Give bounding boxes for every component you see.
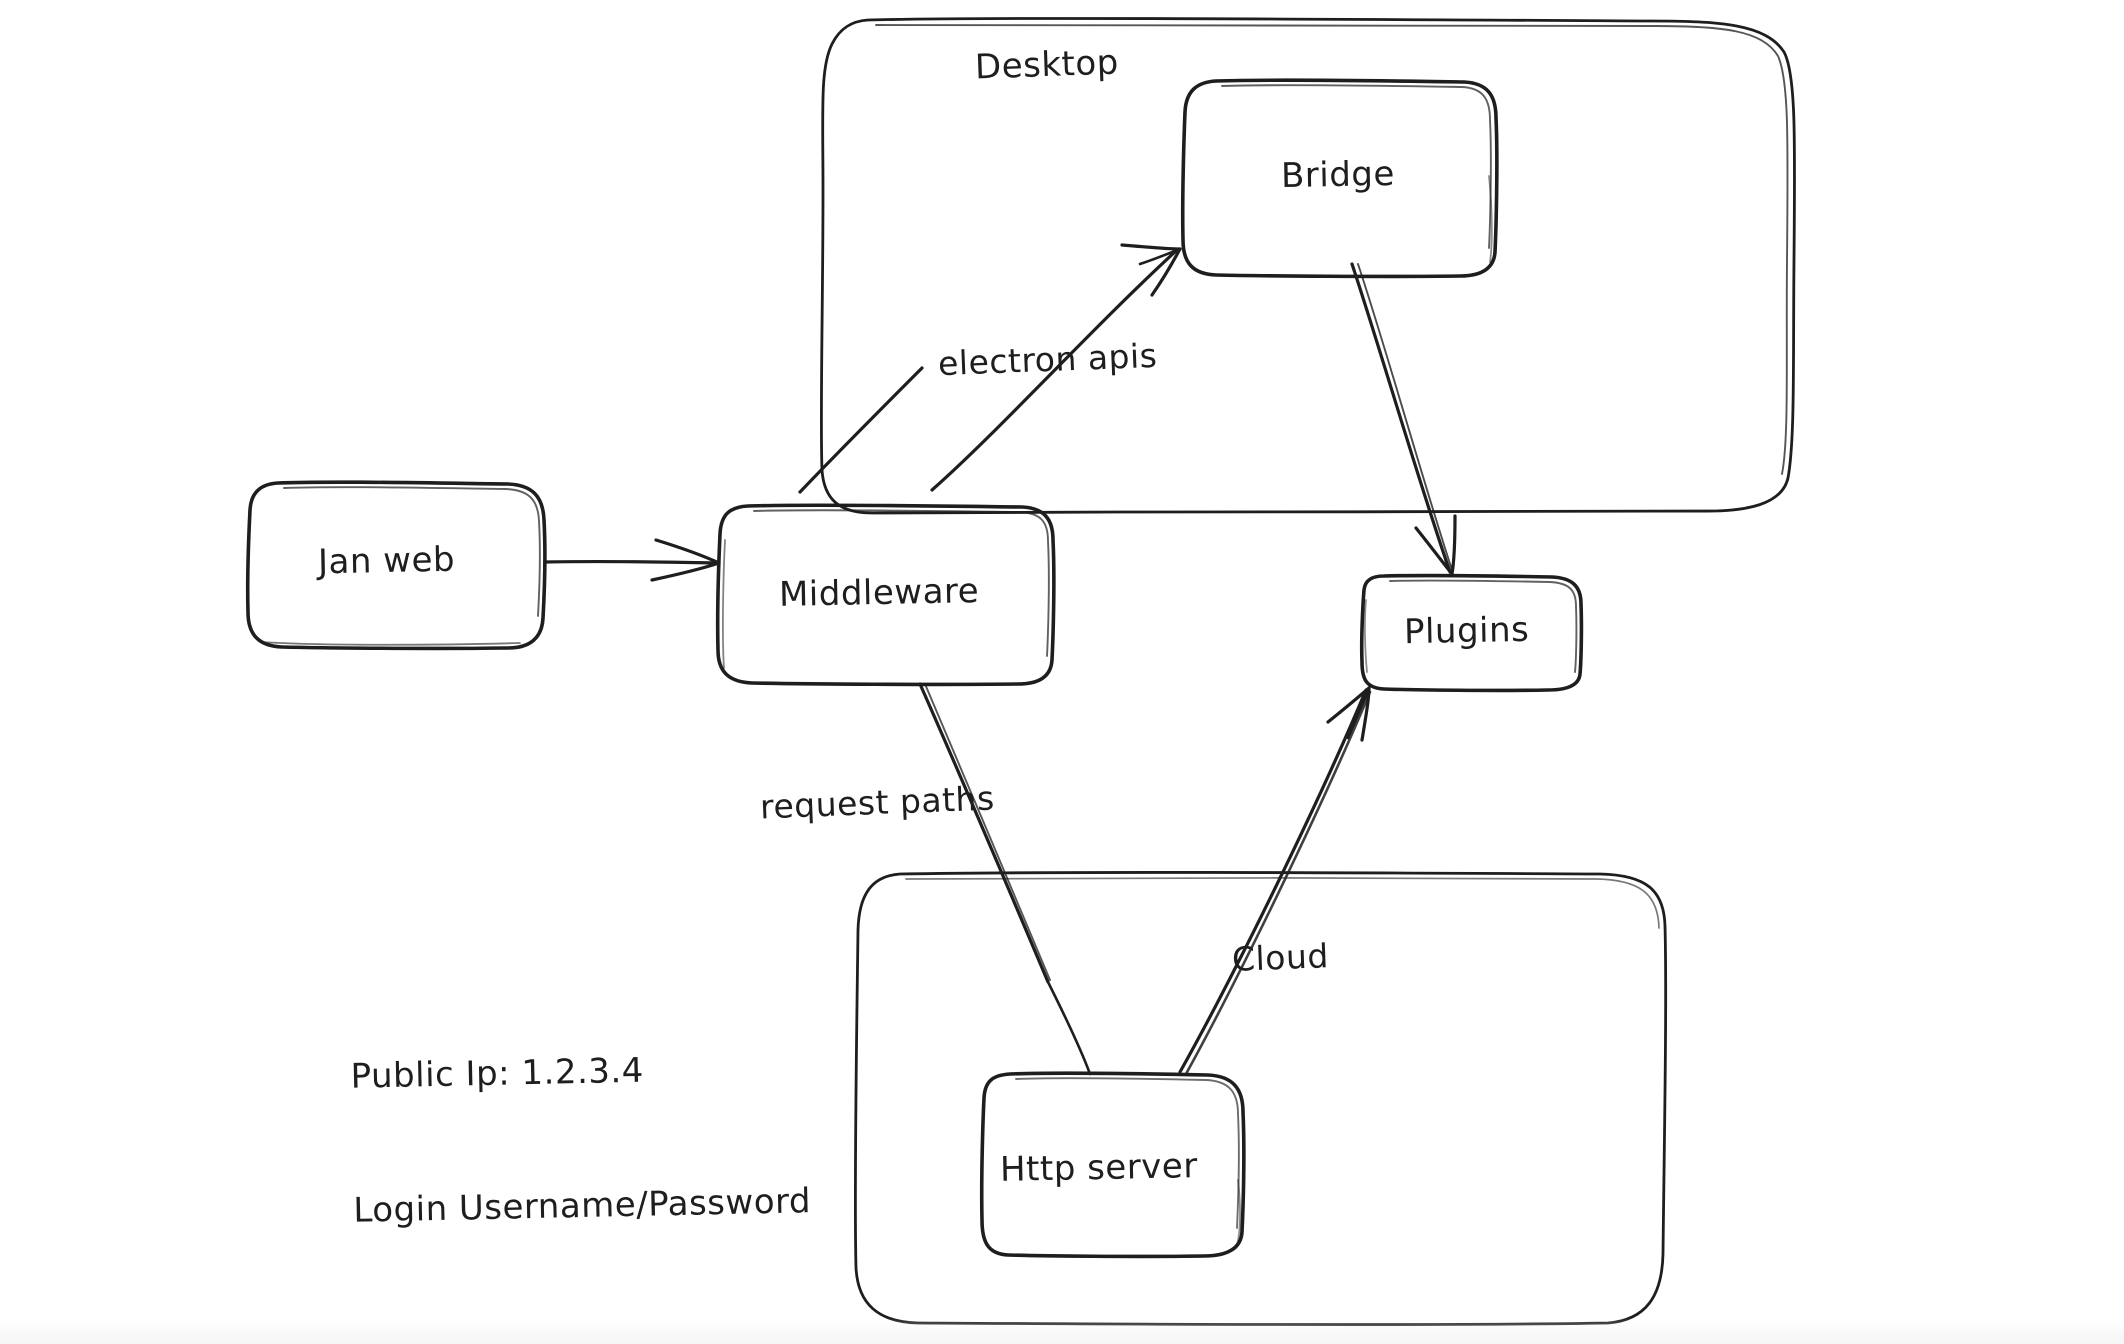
- node-label-bridge: Bridge: [1280, 153, 1396, 197]
- container-label-desktop: Desktop: [974, 42, 1120, 88]
- node-http-server-shape[interactable]: [979, 1071, 1246, 1259]
- edge-janweb-to-middleware[interactable]: [543, 538, 721, 582]
- container-desktop-shape[interactable]: [819, 17, 1796, 515]
- node-plugins-shape[interactable]: [1359, 573, 1584, 693]
- edge-bridge-to-plugins[interactable]: [1350, 262, 1457, 576]
- note-line-public-ip: Public Ip: 1.2.3.4: [350, 1050, 645, 1097]
- node-bridge-shape[interactable]: [1180, 78, 1499, 279]
- edge-middleware-to-bridge[interactable]: [798, 243, 1182, 494]
- edge-middleware-to-httpserver[interactable]: [918, 682, 1092, 1076]
- edge-httpserver-to-plugins[interactable]: [1178, 686, 1372, 1076]
- node-label-middleware: Middleware: [778, 571, 980, 615]
- note-credentials: Public Ip: 1.2.3.4 Login Username/Passwo…: [348, 955, 813, 1324]
- node-label-plugins: Plugins: [1403, 609, 1530, 653]
- node-label-jan-web: Jan web: [317, 539, 456, 583]
- node-label-http-server: Http server: [999, 1146, 1199, 1190]
- edge-label-cloud: Cloud: [1231, 936, 1330, 979]
- node-middleware-shape[interactable]: [715, 503, 1056, 687]
- note-line-login: Login Username/Password: [353, 1181, 812, 1232]
- node-jan-web-shape[interactable]: [245, 480, 547, 651]
